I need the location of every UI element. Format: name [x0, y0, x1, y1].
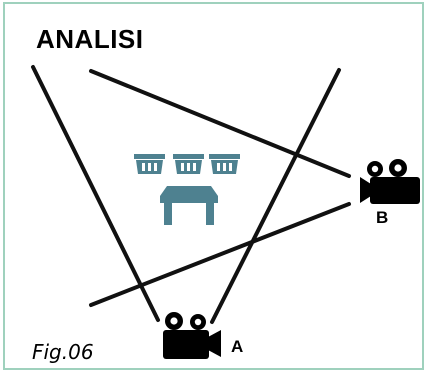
camera-a-view-line-left: [31, 65, 160, 322]
camera-a-view-line-right: [210, 68, 341, 324]
figure-label: Fig.06: [32, 340, 94, 364]
diagram-title: ANALISI: [36, 24, 144, 54]
camera-a-label: A: [231, 337, 244, 356]
camera-icon: [163, 312, 221, 359]
camera-b-view-line-top: [89, 69, 351, 178]
camera-icon: [360, 159, 420, 204]
camera-b-view-line-bottom: [89, 202, 351, 307]
basket-icon: [173, 154, 204, 174]
table-icon: [160, 186, 218, 225]
figure-frame: [3, 2, 424, 370]
basket-icon: [134, 154, 165, 174]
camera-b-label: B: [376, 208, 389, 227]
basket-icon: [209, 154, 240, 174]
